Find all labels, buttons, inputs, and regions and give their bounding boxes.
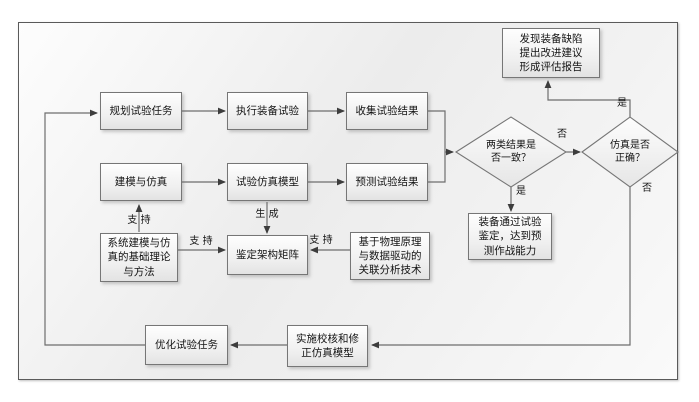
branch-label-consistent-no: 否 — [557, 129, 567, 140]
node-correlation-analysis-tech: 基于物理原理 与数据驱动的 关联分析技术 — [350, 232, 430, 280]
branch-label-consistent-yes: 是 — [516, 186, 526, 197]
edge-label-support-vertical: 支 持 — [127, 215, 151, 226]
decision-simulation-correct-label: 仿真是否 正确？ — [610, 140, 650, 164]
node-defect-improvement-report: 发现装备缺陷 提出改进建议 形成评估报告 — [502, 28, 600, 78]
node-execute-equipment-test: 执行装备试验 — [227, 92, 308, 130]
edge-decision2-yes — [544, 80, 631, 117]
decision-results-consistent-shape — [454, 116, 568, 188]
branch-label-correct-no: 否 — [642, 183, 652, 194]
edge-label-generate: 生 成 — [255, 209, 279, 220]
edge-label-support-left: 支 持 — [189, 236, 213, 247]
edge-collect-to-junction — [428, 110, 446, 152]
node-plan-test-tasks: 规划试验任务 — [100, 92, 182, 130]
node-collect-test-results: 收集试验结果 — [346, 92, 428, 130]
node-equipment-passes-evaluation: 装备通过试验 鉴定，达到预 测作战能力 — [468, 213, 552, 260]
node-ms-basic-theory: 系统建模与仿 真的基础理论 与方法 — [100, 233, 178, 282]
decision-simulation-correct-shape — [581, 116, 679, 188]
node-optimize-test-tasks: 优化试验任务 — [145, 325, 228, 365]
decision-results-consistent-label: 两类结果是 否一致？ — [486, 140, 536, 164]
diagram-border — [18, 22, 678, 380]
edge-predict-to-junction — [428, 152, 446, 183]
branch-label-correct-yes: 是 — [617, 98, 627, 109]
node-evaluation-architecture-matrix: 鉴定架构矩阵 — [227, 235, 308, 275]
node-predict-test-results: 预测试验结果 — [346, 163, 428, 201]
edge-label-support-right: 支 持 — [309, 235, 333, 246]
node-test-simulation-model: 试验仿真模型 — [227, 163, 308, 201]
node-modeling-and-simulation: 建模与仿真 — [100, 163, 182, 201]
edge-decision2-no — [371, 187, 631, 349]
edge-optimize-to-plan — [44, 109, 145, 346]
node-verify-correct-sim-model: 实施校核和修 正仿真模型 — [287, 325, 368, 367]
